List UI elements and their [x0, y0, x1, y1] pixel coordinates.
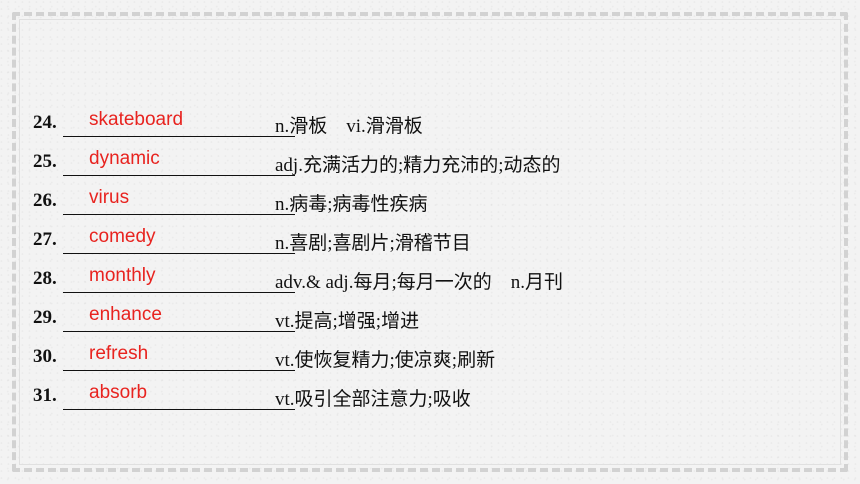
item-number: 31.	[33, 385, 57, 406]
list-item: 26. virus n.病毒;病毒性疾病	[33, 183, 813, 222]
answer-blank	[63, 229, 295, 254]
answer-word: virus	[89, 187, 130, 208]
answer-word: skateboard	[89, 109, 184, 130]
list-item: 27. comedy n.喜剧;喜剧片;滑稽节目	[33, 222, 813, 261]
vocabulary-list: 24. skateboard n.滑板 vi.滑滑板 25. dynamic a…	[33, 105, 813, 417]
item-number: 25.	[33, 151, 57, 172]
answer-blank	[63, 385, 295, 410]
answer-blank	[63, 112, 295, 137]
definition: n.滑板 vi.滑滑板	[275, 116, 423, 137]
answer-blank	[63, 151, 295, 176]
answer-blank	[63, 307, 295, 332]
list-item: 24. skateboard n.滑板 vi.滑滑板	[33, 105, 813, 144]
answer-word: dynamic	[89, 148, 160, 169]
answer-word: enhance	[89, 304, 162, 325]
item-number: 28.	[33, 268, 57, 289]
item-number: 27.	[33, 229, 57, 250]
definition: vt.使恢复精力;使凉爽;刷新	[275, 350, 496, 371]
answer-word: refresh	[89, 343, 149, 364]
answer-word: comedy	[89, 226, 156, 247]
list-item: 28. monthly adv.& adj.每月;每月一次的 n.月刊	[33, 261, 813, 300]
item-number: 26.	[33, 190, 57, 211]
list-item: 31. absorb vt.吸引全部注意力;吸收	[33, 378, 813, 417]
answer-word: monthly	[89, 265, 156, 286]
list-item: 30. refresh vt.使恢复精力;使凉爽;刷新	[33, 339, 813, 378]
page-frame-outer	[12, 12, 848, 472]
page-frame-inner	[19, 19, 841, 465]
definition: vt.提高;增强;增进	[275, 311, 420, 332]
list-item: 29. enhance vt.提高;增强;增进	[33, 300, 813, 339]
item-number: 30.	[33, 346, 57, 367]
definition: n.病毒;病毒性疾病	[275, 194, 428, 215]
answer-word: absorb	[89, 382, 148, 403]
definition: adj.充满活力的;精力充沛的;动态的	[275, 155, 561, 176]
list-item: 25. dynamic adj.充满活力的;精力充沛的;动态的	[33, 144, 813, 183]
answer-blank	[63, 346, 295, 371]
item-number: 24.	[33, 112, 57, 133]
answer-blank	[63, 190, 295, 215]
definition: vt.吸引全部注意力;吸收	[275, 389, 471, 410]
answer-blank	[63, 268, 295, 293]
definition: adv.& adj.每月;每月一次的 n.月刊	[275, 272, 563, 293]
item-number: 29.	[33, 307, 57, 328]
definition: n.喜剧;喜剧片;滑稽节目	[275, 233, 471, 254]
